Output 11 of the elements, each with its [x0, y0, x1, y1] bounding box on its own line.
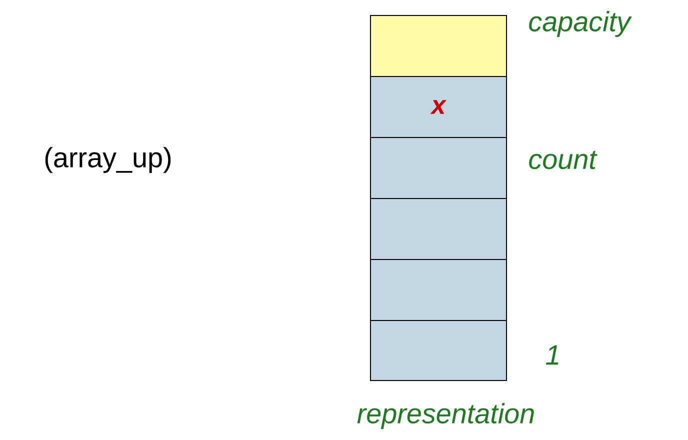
array-cell — [370, 198, 507, 260]
array-cell — [370, 320, 507, 381]
array-cell — [370, 15, 507, 77]
caption: representation — [357, 403, 534, 429]
side-label: count — [529, 150, 598, 170]
array-cell — [370, 137, 507, 199]
array-cell: x — [370, 76, 507, 138]
array-cell — [370, 259, 507, 321]
side-label: capacity — [529, 11, 632, 37]
name-label: (array_up) — [45, 147, 171, 173]
side-label: 1 — [546, 345, 558, 365]
